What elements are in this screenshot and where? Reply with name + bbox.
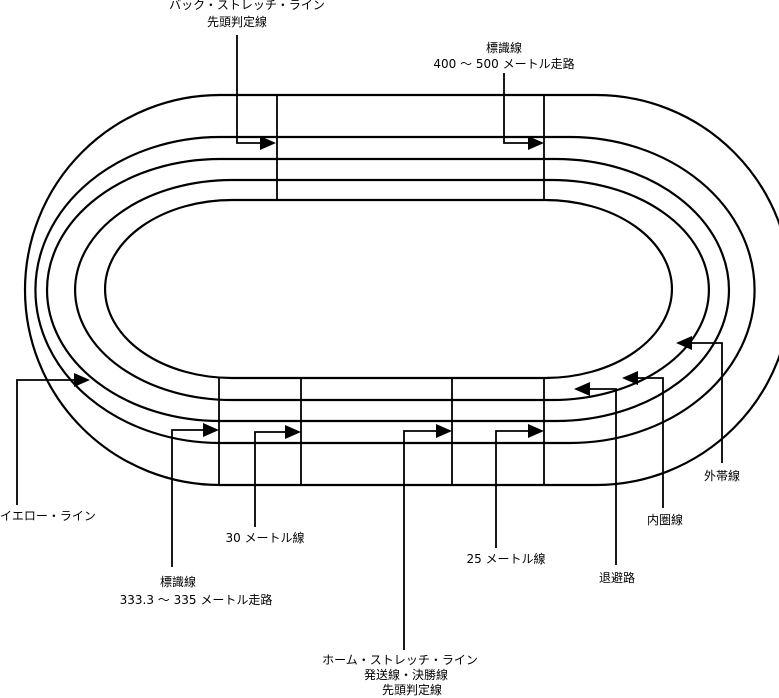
arrowhead-back-stretch [260,136,276,150]
label-start-finish-line: 発送線・決勝線 [364,667,448,682]
arrowhead-marker-upper [528,136,544,150]
label-marker-lower-range: 333.3 ～ 335 メートル走路 [120,592,273,607]
label-back-stretch-line: バック・ストレッチ・ライン [169,0,325,12]
label-marker-upper-range: 400 ～ 500 メートル走路 [433,56,574,71]
leader-marker-upper [503,73,530,144]
arrowhead-25m [528,424,544,438]
label-yellow-line: イエロー・ライン [0,509,96,523]
arrowhead-inner-circle [622,371,638,385]
label-back-finish-line: 先頭判定線 [207,14,267,29]
leader-30m [254,431,286,527]
label-30m-line: 30 メートル線 [225,530,304,545]
label-marker-lower-title: 標識線 [160,574,196,589]
arrowhead-home-stretch [436,424,452,438]
arrowhead-retreat-path [574,382,590,396]
leader-outer-belt [692,342,723,463]
arrowhead-yellow-line [74,373,90,387]
label-inner-circle-line: 内圏線 [647,512,683,527]
outer-belt-outline [23,93,779,487]
leader-retreat-path [590,388,617,565]
arrowhead-marker-lower [203,423,219,437]
label-home-finish-line: 先頭判定線 [382,682,442,697]
leader-back-stretch [236,35,262,144]
leader-marker-lower [171,429,204,567]
arrowhead-30m [285,425,301,439]
inner-circle-outline [73,178,711,402]
label-marker-upper-title: 標識線 [486,40,522,55]
retreat-path-outline [104,198,673,380]
outer-lane-outline [34,135,756,445]
label-outer-belt-line: 外帯線 [704,468,740,483]
yellow-line-outline [45,157,731,423]
leader-25m [495,430,530,548]
leader-yellow-line [16,379,74,505]
label-25m-line: 25 メートル線 [466,551,545,566]
leader-inner-circle [638,377,664,508]
label-retreat-path: 退避路 [599,570,635,585]
label-home-stretch-line: ホーム・ストレッチ・ライン [322,653,478,667]
leader-home-stretch [403,430,437,650]
arrowhead-outer-belt [676,336,692,350]
